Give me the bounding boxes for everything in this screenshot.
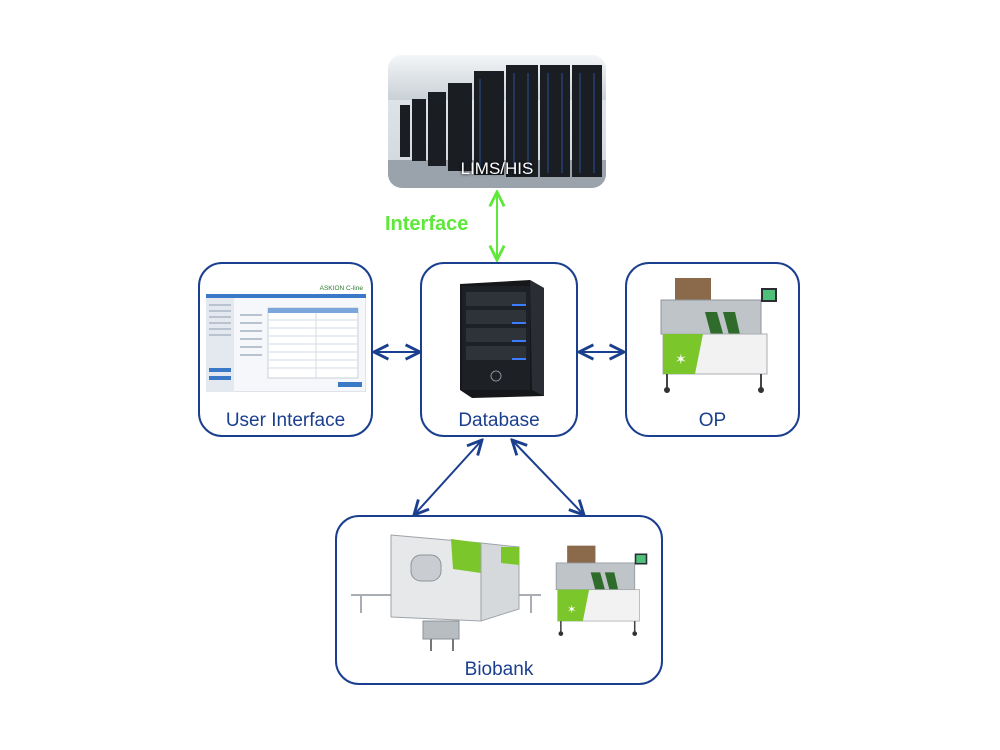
op-node: ✶ OP bbox=[625, 262, 800, 437]
interface-edge-label: Interface bbox=[385, 213, 469, 235]
svg-text:✶: ✶ bbox=[567, 604, 576, 616]
server-tower-icon bbox=[460, 280, 544, 398]
database-label: Database bbox=[458, 410, 540, 431]
svg-text:✶: ✶ bbox=[675, 351, 687, 367]
server-room-image bbox=[388, 55, 606, 188]
software-screenshot-icon: ASKION C-line bbox=[206, 280, 366, 392]
screenshot-brand-text: ASKION C-line bbox=[320, 285, 364, 292]
op-machine-icon: ✶ bbox=[660, 278, 777, 393]
user-interface-label: User Interface bbox=[225, 410, 346, 431]
user-interface-node: ASKION C-line User Interface bbox=[198, 262, 373, 437]
lims-his-node: LIMS/HIS bbox=[388, 55, 606, 188]
edge-database-biobank-right bbox=[512, 440, 584, 515]
lims-his-label: LIMS/HIS bbox=[460, 159, 534, 178]
biobank-unit-icon: ✶ bbox=[555, 545, 648, 636]
biobank-label: Biobank bbox=[464, 659, 534, 680]
op-label: OP bbox=[698, 410, 727, 431]
edge-database-biobank-left bbox=[414, 440, 482, 515]
database-node: Database bbox=[420, 262, 578, 437]
biobank-line-icon bbox=[351, 534, 541, 651]
biobank-node: ✶ Biobank bbox=[335, 515, 663, 685]
